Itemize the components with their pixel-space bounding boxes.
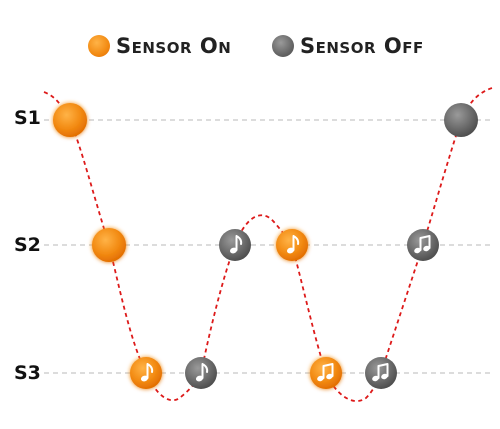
legend-on-label: Sensor On [116, 34, 232, 58]
double-music-note-icon [414, 235, 431, 254]
double-music-note-icon [372, 363, 389, 382]
single-music-note-icon [229, 235, 243, 254]
sensor-node-s1-off-10 [444, 103, 478, 137]
sensor-node-s2-on-6 [276, 229, 308, 261]
sensor-nodes [53, 103, 478, 389]
row-label-s1: S1 [14, 107, 41, 129]
legend-off-label: Sensor Off [300, 34, 424, 58]
legend: Sensor On Sensor Off [0, 32, 500, 60]
row-label-s3: S3 [14, 362, 41, 384]
single-music-note-icon [195, 363, 209, 382]
sensor-node-s2-off-5 [219, 229, 251, 261]
sensor-trace-path [43, 87, 493, 402]
sensor-node-s3-off-4 [185, 357, 217, 389]
double-music-note-icon [317, 363, 334, 382]
legend-item-on: Sensor On [88, 32, 231, 60]
sensor-node-s3-on-7 [310, 357, 342, 389]
sensor-on-swatch-icon [88, 35, 110, 57]
sensor-node-s3-off-8 [365, 357, 397, 389]
sensor-node-s2-on-2 [92, 228, 126, 262]
sensor-off-swatch-icon [272, 35, 294, 57]
sensor-node-s2-off-9 [407, 229, 439, 261]
single-music-note-icon [140, 363, 154, 382]
legend-item-off: Sensor Off [272, 32, 424, 60]
sensor-node-s1-on-1 [53, 103, 87, 137]
sensor-node-s3-on-3 [130, 357, 162, 389]
row-label-s2: S2 [14, 234, 41, 256]
single-music-note-icon [286, 235, 300, 254]
